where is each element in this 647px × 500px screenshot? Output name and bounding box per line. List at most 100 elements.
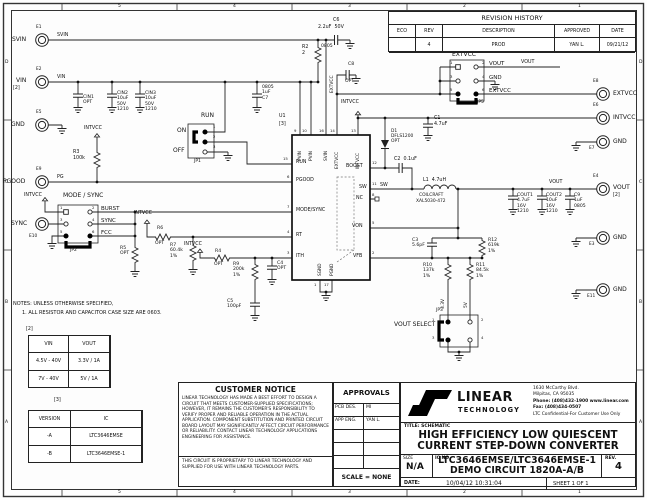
jumper-jp3 bbox=[437, 314, 479, 348]
customer-notice: CUSTOMER NOTICE LINEAR TECHNOLOGY HAS MA… bbox=[178, 382, 333, 487]
u1-svin: SVIN bbox=[323, 150, 329, 161]
l1-part: XAL5030-472 bbox=[416, 199, 446, 204]
jp3-pin3: 3 bbox=[432, 335, 435, 340]
u1-run: RUN bbox=[296, 160, 307, 165]
zone-right-a: A bbox=[639, 420, 643, 425]
net-vout-jp5: VOUT bbox=[521, 60, 535, 65]
c6-size: 0805 bbox=[321, 44, 333, 49]
c8-ref: C8 bbox=[348, 62, 355, 67]
zone-top-3: 3 bbox=[348, 3, 351, 9]
rev-value: 4 bbox=[615, 461, 622, 472]
run-title: RUN bbox=[201, 112, 215, 119]
u1-vfb: VFB bbox=[353, 254, 363, 259]
u1-boost: BOOST bbox=[346, 164, 363, 169]
zone-top-4: 4 bbox=[233, 3, 236, 9]
zone-right-b: B bbox=[639, 300, 643, 305]
zone-bot-3: 3 bbox=[348, 490, 351, 495]
jp1-ref: JP1 bbox=[194, 159, 201, 164]
cout1-label: COUT1 4.7uF 16V 1210 bbox=[517, 193, 533, 215]
size-label: SIZE bbox=[403, 456, 414, 461]
jp2-ref: JP2 bbox=[70, 248, 77, 253]
u1-nc: NC bbox=[356, 196, 363, 201]
e6-ref: E6 bbox=[593, 103, 599, 108]
jp5-gnd: GND bbox=[489, 75, 502, 81]
vv-h-vin: VIN bbox=[29, 336, 69, 353]
e9-ref: E9 bbox=[36, 167, 42, 172]
size-icno-rev-row: SIZE N/A IC NO. LTC3646EMSE/LTC3646EMSE-… bbox=[401, 455, 635, 478]
u1-rt: RT bbox=[296, 233, 302, 238]
e7-ref: E7 bbox=[589, 146, 595, 151]
company-address: 1630 McCarthy Blvd. Milpitas, CA 95035 P… bbox=[533, 386, 629, 418]
jp2-shunt bbox=[64, 241, 92, 249]
vin-vout-table: VIN VOUT 4.5V - 40V 3.3V / 1A 7V - 40V 5… bbox=[28, 335, 111, 388]
date-divider bbox=[546, 478, 547, 490]
e2-ref: E2 bbox=[36, 67, 42, 72]
address-line1: 1630 McCarthy Blvd. bbox=[533, 386, 579, 391]
approvals-title: APPROVALS bbox=[343, 389, 390, 397]
rev-col-rev: REV bbox=[416, 25, 443, 38]
jp5-pin1: 1 bbox=[450, 60, 453, 65]
jp5-title: EXTVCC bbox=[452, 51, 476, 58]
u1-pgood: PGOOD bbox=[296, 178, 314, 183]
zone-bot-2: 2 bbox=[463, 490, 466, 495]
sheet-value: SHEET 1 OF 1 bbox=[553, 481, 589, 487]
jp2-pin6: 6 bbox=[92, 229, 95, 234]
ver-r1-ic: LTC3646EMSE bbox=[71, 428, 142, 446]
e1-name: SVIN bbox=[12, 36, 27, 43]
title-label: TITLE: SCHEMATIC bbox=[404, 424, 451, 429]
cin3-label: CIN3 10uF 50V 1210 bbox=[145, 91, 157, 113]
jumper-jp2 bbox=[57, 204, 99, 249]
rev-cell-desc: PROD bbox=[443, 38, 555, 53]
u1-pin15: 15 bbox=[283, 156, 288, 161]
jp5-pin4: 4 bbox=[482, 74, 485, 79]
jp1-off: OFF bbox=[173, 147, 185, 154]
jp2-pin4: 4 bbox=[92, 217, 95, 222]
r4-value: OPT bbox=[214, 262, 224, 267]
vout-select-title: VOUT SELECT bbox=[394, 321, 436, 328]
jp3-shunt bbox=[437, 320, 444, 342]
c9-label: C9 1uF 0805 bbox=[574, 193, 586, 209]
linear-technology-logo-icon bbox=[408, 390, 452, 416]
e6-name: INTVCC bbox=[613, 114, 636, 121]
c7-label: 0805 1uF C7 bbox=[262, 85, 274, 101]
u1-modesync: MODE/SYNC bbox=[296, 208, 326, 213]
jumper-jp5 bbox=[449, 59, 485, 105]
zone-left-a: A bbox=[5, 420, 9, 425]
r7-label: R7 60.4k 1% bbox=[170, 243, 183, 259]
cin1-label: CIN1 OPT bbox=[83, 95, 94, 106]
c1-label: C1 4.7uF bbox=[434, 116, 448, 127]
r6-intvcc: INTVCC bbox=[134, 211, 152, 216]
date-value: 10/04/12 10:31:04 bbox=[446, 480, 502, 487]
rev-cell-rev: 4 bbox=[416, 38, 443, 53]
address-confidential: LTC Confidential-For Customer Use Only bbox=[533, 411, 621, 417]
e4-name: VOUT bbox=[613, 184, 630, 191]
vv-r1-vin: 4.5V - 40V bbox=[29, 353, 69, 371]
revision-title: REVISION HISTORY bbox=[389, 12, 635, 25]
vv-r2-vout: 5V / 1A bbox=[69, 371, 110, 388]
r9-label: R9 200k 1% bbox=[233, 262, 245, 278]
jp1-pin3: 3 bbox=[213, 144, 216, 149]
approvals-pcb-value: MI bbox=[366, 405, 372, 410]
e4-ref: E4 bbox=[593, 174, 599, 179]
jp3-ref: JP3 bbox=[436, 308, 443, 313]
icno-cell: IC NO. LTC3646EMSE/LTC3646EMSE-1 DEMO CI… bbox=[433, 455, 601, 477]
jp1-on: ON bbox=[177, 127, 187, 134]
jp3-pin1: 1 bbox=[432, 317, 435, 322]
r5-label: R5 OPT bbox=[120, 246, 130, 257]
e2-name: VIN bbox=[16, 77, 27, 84]
net-sw: SW bbox=[380, 183, 388, 188]
e3-ref: E3 bbox=[589, 242, 595, 247]
u1-pin16: 16 bbox=[319, 128, 324, 133]
rev-cell: REV. 4 bbox=[601, 455, 635, 477]
approvals-empty-label bbox=[334, 456, 364, 468]
ver-r2-version: -B bbox=[29, 446, 71, 463]
notes-line1: NOTES: UNLESS OTHERWISE SPECIFIED, bbox=[13, 301, 114, 307]
e5-name: GND bbox=[11, 121, 25, 128]
icno-line2: DEMO CIRCUIT 1820A-A/B bbox=[450, 465, 584, 477]
e9-name: PGOOD bbox=[3, 178, 26, 185]
u1-pin11: 11 bbox=[372, 181, 377, 186]
u1-ref: U1 bbox=[279, 114, 286, 119]
l1-mfr: COILCRAFT bbox=[419, 193, 444, 198]
schematic-title-line2: CURRENT STEP-DOWN CONVERTER bbox=[417, 439, 619, 452]
